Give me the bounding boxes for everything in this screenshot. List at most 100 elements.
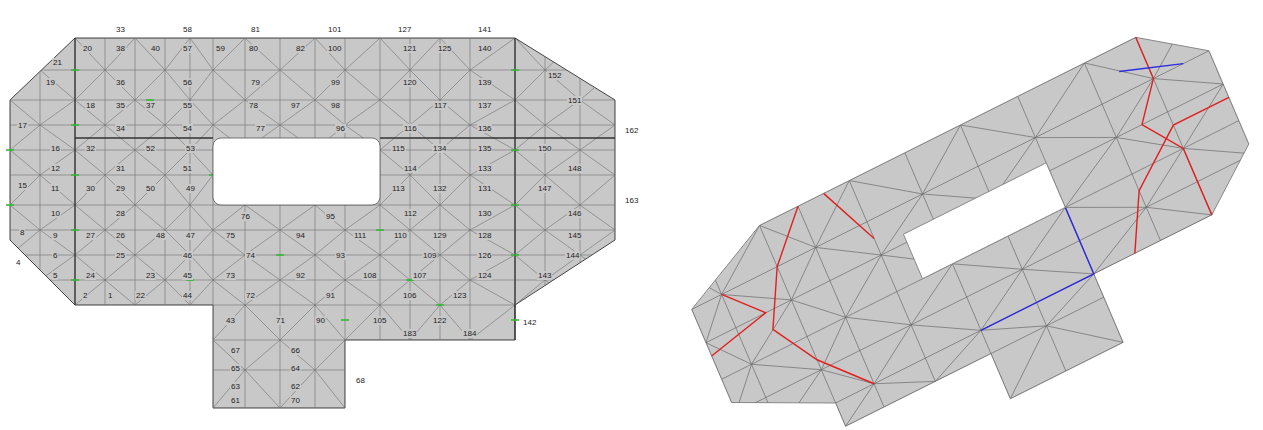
mesh-edge (836, 384, 884, 427)
mesh-edge (213, 230, 245, 255)
element-number: 90 (315, 316, 326, 325)
element-number: 91 (325, 291, 336, 300)
mesh-edge (315, 340, 345, 370)
mesh-edge (135, 205, 165, 230)
mesh-edge (580, 100, 615, 125)
mesh-edge (470, 38, 515, 70)
element-number: 74 (245, 251, 256, 260)
mesh-edge (545, 340, 580, 370)
mesh-edge (580, 70, 615, 100)
mesh-edge (410, 38, 411, 408)
mesh-edge (1170, 238, 1241, 309)
mesh-edge (440, 70, 470, 100)
mesh-edge (615, 38, 616, 408)
element-number: 122 (432, 316, 447, 325)
mesh-edge (410, 38, 440, 70)
mesh-edge (1168, 84, 1239, 148)
mesh-edge (470, 150, 515, 175)
mesh-edge (135, 280, 165, 305)
mesh-edge (190, 70, 213, 100)
element-number: 52 (145, 144, 156, 153)
element-number: 70 (290, 396, 301, 405)
element-number: 143 (537, 271, 552, 280)
mesh-edge (345, 370, 380, 408)
element-number: 139 (477, 78, 492, 87)
mesh-edge (40, 70, 75, 100)
mesh-edge (545, 280, 580, 305)
element-number: 148 (567, 164, 582, 173)
mesh-edge (245, 100, 280, 125)
mesh-edge (105, 38, 106, 408)
mesh-edge (849, 153, 922, 222)
mesh-edge (245, 340, 280, 370)
mesh-edge (704, 225, 777, 294)
mesh-edge (105, 370, 135, 408)
mesh-edge (40, 305, 75, 340)
mesh-edge (280, 38, 315, 70)
mesh-edge (213, 70, 245, 100)
mesh-edge (380, 370, 410, 408)
mesh-edge (75, 38, 76, 408)
mesh-edge (779, 256, 1263, 430)
mesh-edge (440, 340, 470, 370)
element-number: 130 (477, 209, 492, 218)
element-number: 145 (567, 231, 582, 240)
mesh-edge (1191, 10, 1263, 256)
mesh-edge (436, 304, 444, 306)
mesh-edge (777, 247, 830, 299)
element-number: 4 (15, 258, 21, 267)
element-number: 64 (290, 364, 301, 373)
element-number: 36 (115, 78, 126, 87)
mesh-edge (440, 255, 470, 280)
element-number: 73 (225, 271, 236, 280)
mesh-edge (245, 38, 280, 70)
mesh-edge (722, 364, 766, 412)
mesh-edge (706, 84, 1223, 343)
mesh-edge (440, 150, 470, 175)
mesh-edge (213, 280, 245, 305)
element-number: 71 (275, 316, 286, 325)
element-number: 93 (335, 251, 346, 260)
element-number: 61 (230, 396, 241, 405)
mesh-edge (75, 100, 105, 125)
mesh-edge (440, 205, 470, 230)
mesh-edge (345, 70, 380, 100)
mesh-edge (315, 370, 345, 408)
mesh-edge (911, 297, 981, 358)
mesh-edge (545, 305, 580, 340)
element-number: 46 (182, 251, 193, 260)
element-number: 18 (85, 101, 96, 110)
element-number: 62 (290, 382, 301, 391)
mesh-edge (71, 69, 79, 71)
mesh-edge (736, 154, 1253, 413)
element-number: 94 (295, 231, 306, 240)
mesh-edge (1161, 215, 1222, 264)
mesh-edge (580, 280, 615, 305)
element-number: 134 (432, 144, 447, 153)
mesh-edge (315, 100, 345, 125)
element-number: 19 (45, 78, 56, 87)
mesh-edge (692, 51, 1209, 310)
element-number: 105 (372, 316, 387, 325)
mesh-edge (105, 305, 135, 340)
highlight-path (1110, 37, 1212, 227)
element-number: 136 (477, 124, 492, 133)
element-number: 126 (477, 251, 492, 260)
element-number: 37 (145, 101, 156, 110)
mesh-edge (580, 205, 615, 230)
element-number: 107 (412, 271, 427, 280)
mesh-edge (860, 325, 926, 384)
element-number: 65 (230, 364, 241, 373)
mesh-edge (10, 38, 11, 408)
mesh-edge (380, 255, 410, 280)
highlight-path (692, 279, 772, 355)
mesh-edge (280, 100, 315, 125)
element-number: 67 (230, 346, 241, 355)
element-number: 132 (432, 184, 447, 193)
element-number: 131 (477, 184, 492, 193)
mesh-edge (71, 174, 79, 176)
mesh-edge (1212, 187, 1263, 238)
mesh-edge (10, 370, 615, 371)
element-number: 99 (330, 78, 341, 87)
